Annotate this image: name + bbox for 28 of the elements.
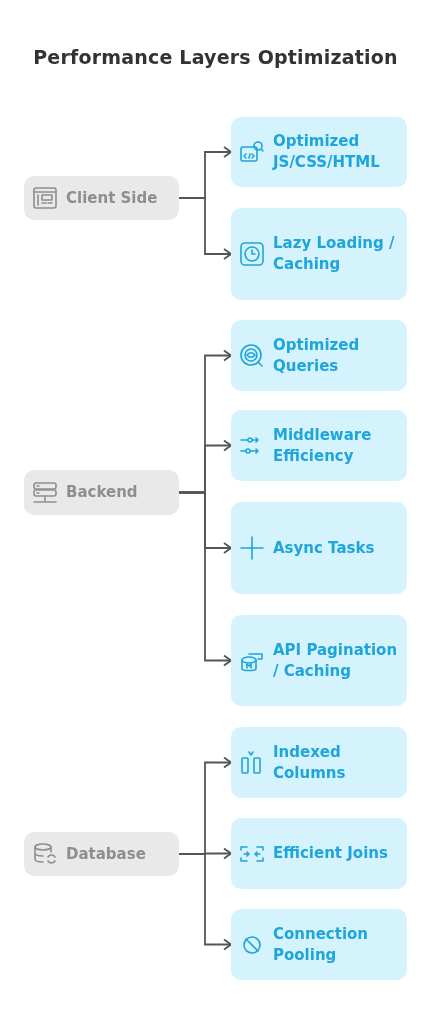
item-box [231,117,407,187]
category-box [24,832,179,876]
item-box [231,909,407,980]
item-box [231,208,407,300]
box-label: API Pagination / Caching [273,639,399,682]
item-box [231,615,407,706]
connector-arrow [178,491,232,667]
category-box [24,176,179,220]
item-box [231,727,407,798]
box-label: Database [66,843,146,865]
box-label: Lazy Loading / Caching [273,233,396,275]
box-label: Async Tasks [273,537,375,559]
box-label: Middleware Efficiency [273,424,373,467]
box-label: Efficient Joins [273,843,388,864]
diagram-title: Performance Layers Optimization [32,46,399,68]
box-label: Indexed Columns [273,741,347,784]
box-label: Connection Pooling [273,923,370,966]
box-label: Optimized JS/CSS/HTML [273,131,381,173]
box-label: Optimized Queries [273,334,361,377]
category-box [24,470,179,515]
connector-arrow [178,853,232,951]
item-box [231,320,407,391]
box-label: Client Side [66,187,158,209]
item-box [231,410,407,481]
connector-arrow [178,197,232,260]
box-label: Backend [66,482,138,503]
item-box [231,818,407,889]
item-box [231,502,407,594]
